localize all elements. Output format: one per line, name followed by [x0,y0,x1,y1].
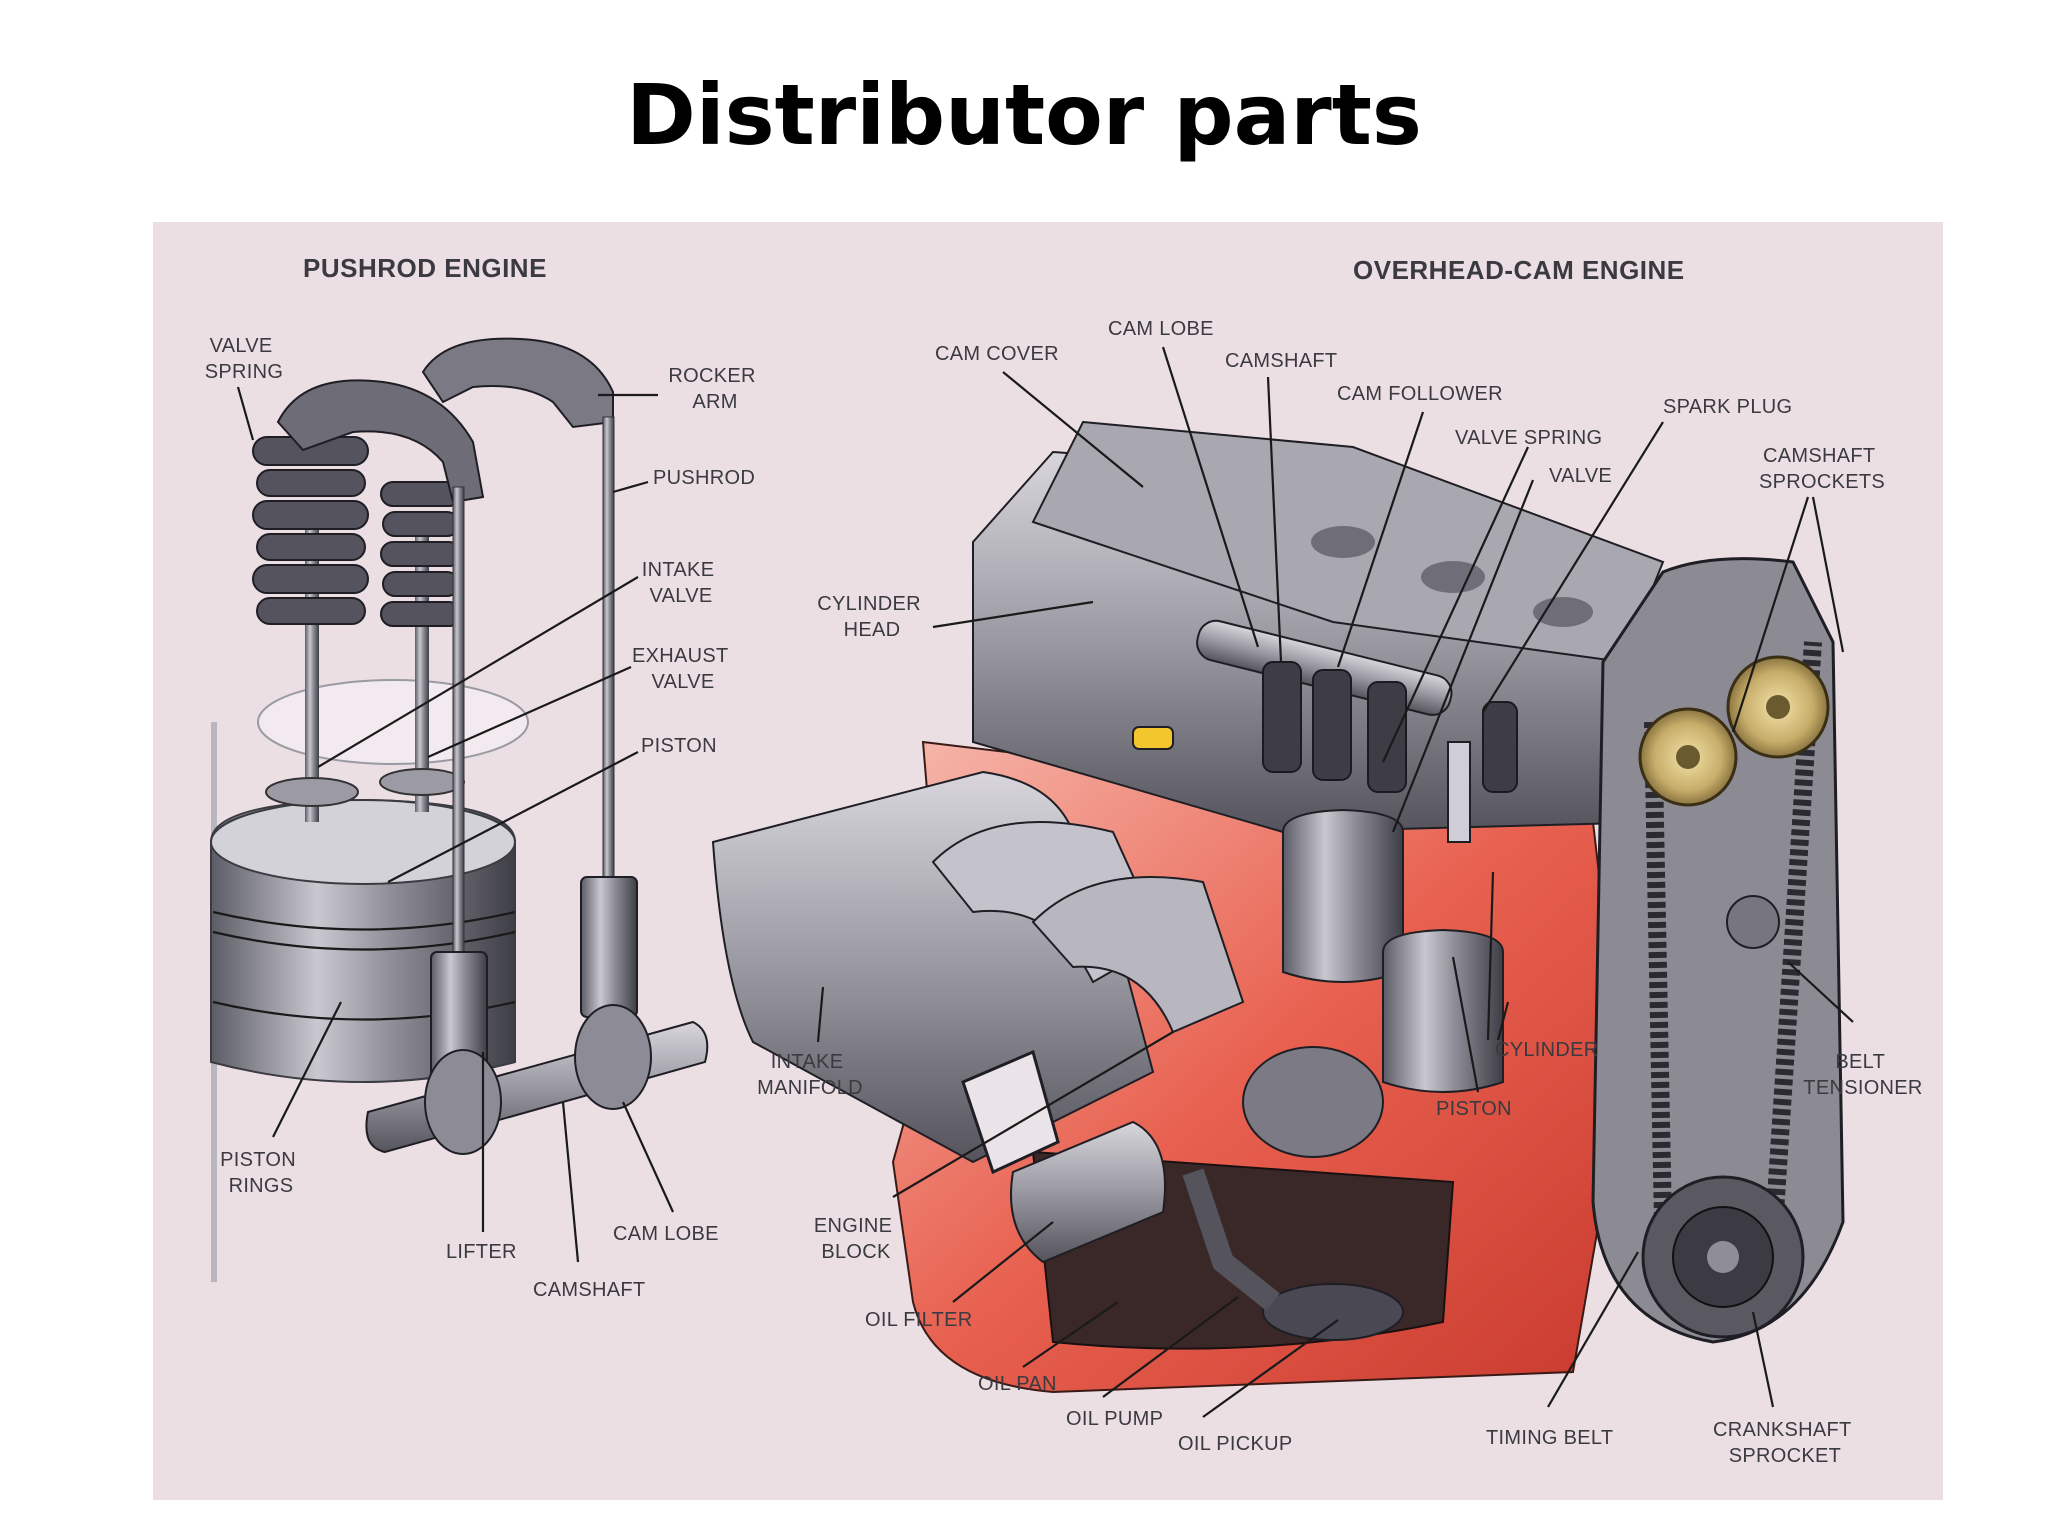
leader-cylinder-head [932,600,1094,629]
slide-title: Distributor parts [626,66,1422,164]
label-camshaft: CAMSHAFT [533,1279,645,1301]
pushrod-engine-illustration [210,337,709,1282]
rocker-arm-2 [421,337,614,429]
label-oil-pan: OIL PAN [978,1373,1057,1395]
label-valve: VALVE [1549,465,1612,487]
label-ohc-valve-spring: VALVE SPRING [1455,427,1602,449]
label-oil-pickup: OIL PICKUP [1178,1433,1293,1455]
leader-cylinder-2 [1486,871,1495,1041]
engine-illustration: PUSHROD ENGINE VALVE SPRING ROCKER ARM P… [153,222,1943,1500]
leader-exhaust-valve [427,665,632,759]
label-timing-belt: TIMING BELT [1486,1427,1613,1449]
label-ohc-cam-lobe: CAM LOBE [1108,318,1214,340]
leader-oil-pump [1102,1296,1239,1398]
label-oil-filter: OIL FILTER [865,1309,972,1331]
sprocket-hub-1 [1676,745,1700,769]
label-exhaust-valve: EXHAUST VALVE [632,645,734,693]
oil-pump-pipe [1182,1168,1280,1311]
oil-pickup-shape [1262,1283,1404,1341]
label-lifter: LIFTER [446,1241,517,1263]
exhaust-valve-head [379,768,465,796]
label-crankshaft-sprocket: CRANKSHAFT SPROCKET [1713,1419,1857,1467]
leader-oil-pan [1022,1301,1119,1368]
label-intake-manifold: INTAKE MANIFOLD [757,1051,863,1099]
fuel-injector [1132,726,1174,750]
leader-piston-rings [272,1001,342,1138]
label-piston-rings: PISTON RINGS [220,1149,302,1197]
ohc-valve-springs [1262,661,1518,793]
label-pushrod: PUSHROD [653,467,755,489]
label-camshaft-sprockets: CAMSHAFT SPROCKETS [1759,445,1885,493]
ohc-piston-2 [1382,928,1504,1093]
leader-valve [1391,479,1535,833]
leader-crankshaft-sprocket [1751,1311,1775,1408]
leader-lines [236,346,1854,1418]
lifter-2 [580,876,638,1018]
ohc-engine-illustration [711,420,1845,1394]
leader-cam-cover [1002,371,1144,488]
leader-pushrod [612,480,649,494]
piston-crown [210,799,516,885]
cam-lobe-1 [424,1049,502,1155]
label-intake-valve: INTAKE VALVE [642,559,720,607]
leader-sprocket-2 [1811,496,1845,653]
oil-filter-shape [1010,1120,1166,1264]
valve-spring-coils [252,436,462,627]
leader-spark-plug [1482,421,1664,713]
leader-timing-belt [1547,1251,1639,1408]
crankshaft-throw [1242,1046,1384,1158]
leader-sprocket-1 [1731,496,1810,733]
leader-engine-block [892,1031,1174,1198]
leader-valve-spring [236,386,255,441]
label-ohc-camshaft: CAMSHAFT [1225,350,1337,372]
leader-camshaft [561,1101,580,1263]
spark-plug-shape [1447,741,1471,843]
rocker-arm-1 [276,379,485,504]
label-cam-cover: CAM COVER [935,343,1059,365]
sprocket-hub-2 [1766,695,1790,719]
pushrod-2 [602,416,615,948]
label-ohc-piston: PISTON [1436,1098,1512,1120]
label-spark-plug: SPARK PLUG [1663,396,1792,418]
label-cylinder: CYLINDER [1495,1039,1599,1061]
leader-cylinder [1496,1001,1510,1041]
leader-oil-pickup [1202,1319,1339,1418]
cam-cover-hole-1 [1311,526,1375,558]
leader-cam-lobe [621,1101,675,1213]
ohc-heading: OVERHEAD-CAM ENGINE [1353,255,1685,285]
leader-ohc-camshaft [1266,376,1283,663]
label-piston: PISTON [641,735,717,757]
leader-belt-tensioner [1787,961,1854,1023]
pushrod-heading: PUSHROD ENGINE [303,253,547,283]
leader-ohc-valve-spring [1382,446,1529,763]
label-cam-follower: CAM FOLLOWER [1337,383,1503,405]
leader-ohc-piston [1451,956,1480,1093]
engine-diagram-svg: PUSHROD ENGINE VALVE SPRING ROCKER ARM P… [205,253,1923,1467]
intake-runner-2 [1031,876,1245,1034]
intake-valve-head [265,777,359,807]
leader-intake-manifold [816,986,825,1043]
leader-cam-follower [1336,411,1425,668]
cam-lobe-2 [574,1004,652,1110]
crankshaft-hub [1707,1241,1739,1273]
label-belt-tensioner: BELT TENSIONER [1803,1051,1922,1099]
label-oil-pump: OIL PUMP [1066,1408,1163,1430]
ohc-labels: OVERHEAD-CAM ENGINE CAM LOBE CAM COVER C… [757,255,1922,1467]
label-valve-spring: VALVE SPRING [205,335,283,383]
leader-piston [387,751,639,883]
belt-tensioner-shape [1726,895,1780,949]
leader-ohc-cam-lobe [1161,346,1260,648]
cam-cover-hole-3 [1533,597,1593,627]
cam-cover-hole-2 [1421,561,1485,593]
ohc-piston-1 [1282,808,1404,983]
leader-oil-filter [952,1221,1054,1303]
pushrod-labels: PUSHROD ENGINE VALVE SPRING ROCKER ARM P… [205,253,761,1301]
label-engine-block: ENGINE BLOCK [814,1215,898,1263]
label-cylinder-head: CYLINDER HEAD [817,593,926,641]
label-rocker-arm: ROCKER ARM [668,365,761,413]
leader-intake-valve [317,576,639,768]
label-cam-lobe: CAM LOBE [613,1223,719,1245]
